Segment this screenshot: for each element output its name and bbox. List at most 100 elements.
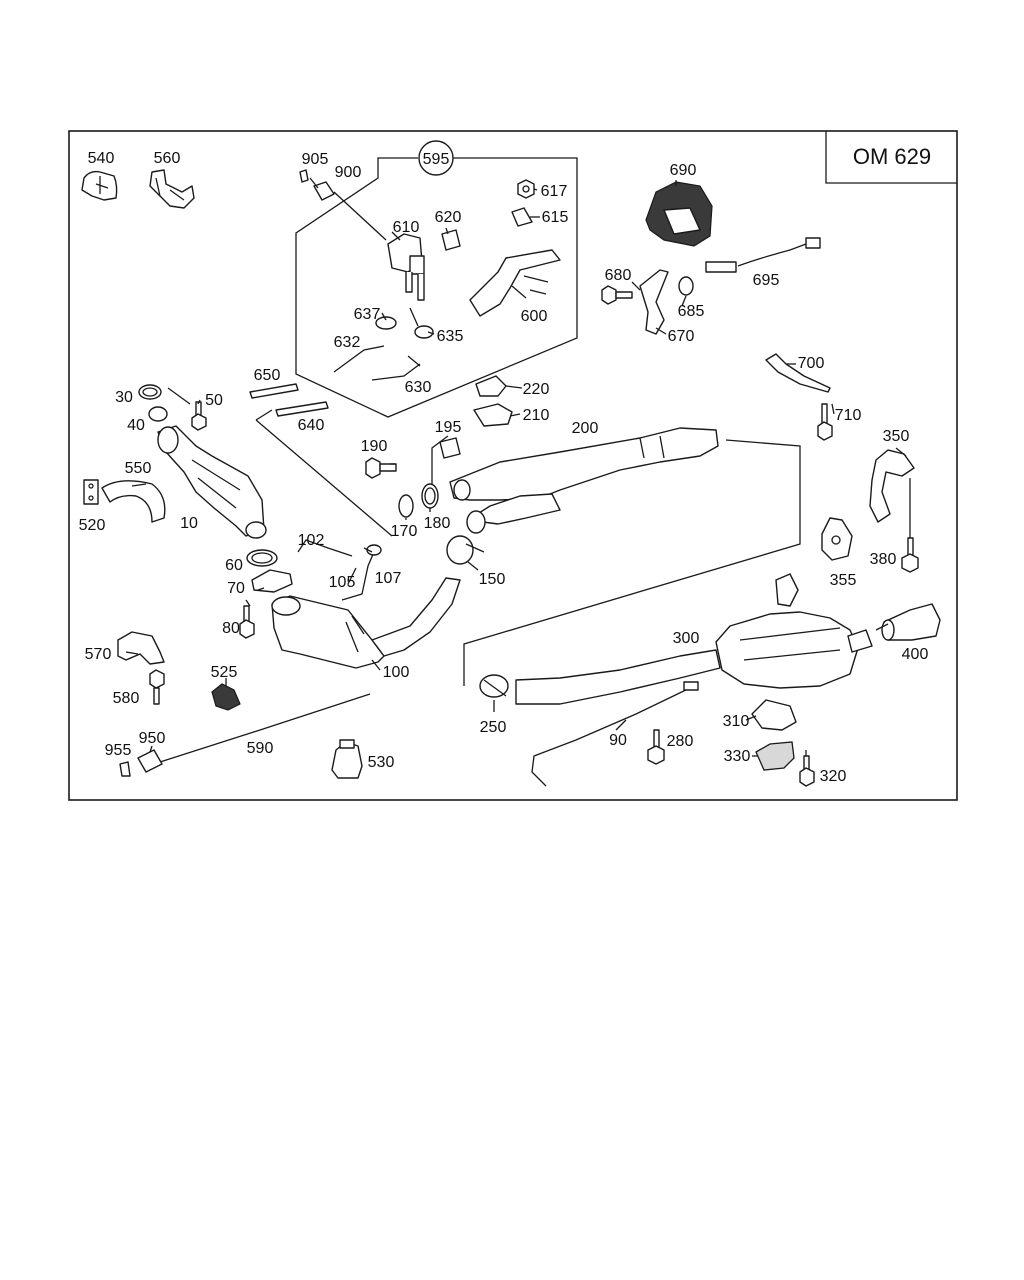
- part-590-sensor-line: [159, 693, 371, 763]
- part-670-bracket: [639, 269, 669, 335]
- label-620: 620: [435, 209, 462, 226]
- label-525: 525: [211, 664, 238, 681]
- part-30-clamp: [138, 384, 162, 400]
- label-102: 102: [298, 532, 325, 549]
- label-650: 650: [254, 367, 281, 384]
- label-30: 30: [115, 389, 133, 406]
- part-950-connector: [137, 749, 163, 773]
- part-40-gasket: [148, 406, 168, 422]
- part-630-line: [371, 363, 421, 381]
- part-320-bolt: [799, 755, 815, 787]
- label-90: 90: [609, 732, 627, 749]
- label-70: 70: [227, 580, 245, 597]
- part-640-hose: [275, 401, 329, 417]
- label-580: 580: [113, 690, 140, 707]
- label-105: 105: [329, 574, 356, 591]
- label-610: 610: [393, 219, 420, 236]
- label-900: 900: [335, 164, 362, 181]
- label-40: 40: [127, 417, 145, 434]
- part-90-temperature-sensor: [531, 681, 699, 787]
- part-180-ring: [421, 483, 439, 509]
- part-635-clamp: [414, 325, 434, 339]
- label-107: 107: [375, 570, 402, 587]
- label-590: 590: [247, 740, 274, 757]
- part-530-rubber-hanger: [331, 739, 363, 779]
- label-600: 600: [521, 308, 548, 325]
- label-100: 100: [383, 664, 410, 681]
- part-685-nut: [678, 276, 694, 296]
- label-680: 680: [605, 267, 632, 284]
- part-80-bolt: [239, 605, 255, 639]
- label-150: 150: [479, 571, 506, 588]
- part-700-hanger: [765, 353, 831, 393]
- label-690: 690: [670, 162, 697, 179]
- part-210-bracket: [473, 403, 513, 427]
- part-10-catalytic-converter: [157, 425, 267, 539]
- part-300-rear-pipe: [515, 649, 721, 705]
- part-330-hanger: [755, 741, 795, 771]
- rear-silencer: [715, 573, 873, 689]
- label-280: 280: [667, 733, 694, 750]
- label-60: 60: [225, 557, 243, 574]
- label-700: 700: [798, 355, 825, 372]
- part-695-sensor: [705, 237, 821, 273]
- diagram-frame: [68, 130, 958, 801]
- part-310-bracket: [751, 699, 797, 731]
- part-905-plug: [299, 169, 309, 183]
- label-530: 530: [368, 754, 395, 771]
- label-320: 320: [820, 768, 847, 785]
- part-220-hanger: [475, 375, 507, 397]
- part-170-ring: [398, 494, 414, 518]
- part-540-bracket: [81, 170, 118, 201]
- part-280-bolt: [647, 729, 665, 765]
- part-620-grommet: [441, 229, 461, 251]
- label-190: 190: [361, 438, 388, 455]
- label-560: 560: [154, 150, 181, 167]
- label-210: 210: [523, 407, 550, 424]
- label-685: 685: [678, 303, 705, 320]
- part-70-flange-gasket: [251, 569, 293, 593]
- label-550: 550: [125, 460, 152, 477]
- label-350: 350: [883, 428, 910, 445]
- label-640: 640: [298, 417, 325, 434]
- label-630: 630: [405, 379, 432, 396]
- part-632-line: [333, 345, 385, 373]
- label-180: 180: [424, 515, 451, 532]
- label-615: 615: [542, 209, 569, 226]
- label-355: 355: [830, 572, 857, 589]
- part-570-bracket: [117, 631, 165, 665]
- part-680-bolt: [601, 285, 633, 305]
- label-50: 50: [205, 392, 223, 409]
- part-350-bracket: [869, 449, 915, 523]
- label-80: 80: [222, 620, 240, 637]
- label-195: 195: [435, 419, 462, 436]
- label-632: 632: [334, 334, 361, 351]
- part-560-bracket: [149, 169, 195, 209]
- part-150-clamp: [446, 535, 485, 565]
- part-637-clamp: [375, 316, 397, 330]
- label-10: 10: [180, 515, 198, 532]
- part-550-bracket: [101, 480, 166, 523]
- label-570: 570: [85, 646, 112, 663]
- part-50-bolt: [191, 401, 207, 431]
- part-690-heat-shield: [645, 181, 713, 247]
- label-617: 617: [541, 183, 568, 200]
- label-670: 670: [668, 328, 695, 345]
- label-955: 955: [105, 742, 132, 759]
- part-380-bolt: [901, 537, 919, 573]
- part-number-labels: 540 560 905 900 610 620 617 615 690 695 …: [79, 150, 929, 785]
- label-540: 540: [88, 150, 115, 167]
- part-900-connector: [313, 181, 387, 241]
- part-610-pressure-sensor: [387, 233, 425, 301]
- label-400: 400: [902, 646, 929, 663]
- part-190-bolt: [365, 457, 397, 479]
- label-710: 710: [835, 407, 862, 424]
- label-310: 310: [723, 713, 750, 730]
- part-520-plate: [83, 479, 99, 505]
- label-330: 330: [724, 748, 751, 765]
- group-595-outline: 595: [295, 140, 578, 418]
- label-220: 220: [523, 381, 550, 398]
- engine-code-label: OM 629: [853, 144, 931, 169]
- label-950: 950: [139, 730, 166, 747]
